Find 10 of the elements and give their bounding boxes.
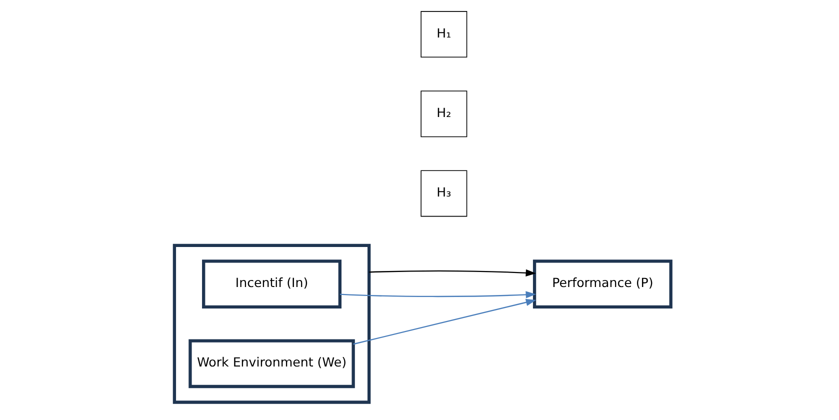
arrow [353,298,536,345]
node-box: H₃ [420,170,468,217]
node-box: Incentif (In) [202,260,342,308]
node-box: H₁ [420,11,468,58]
node-box: H₂ [420,90,468,138]
node-box: Work Environment (We) [188,339,355,388]
node-box: Performance (P) [532,260,672,308]
arrow [340,291,536,298]
cluster [172,244,371,404]
arrow [369,269,536,276]
